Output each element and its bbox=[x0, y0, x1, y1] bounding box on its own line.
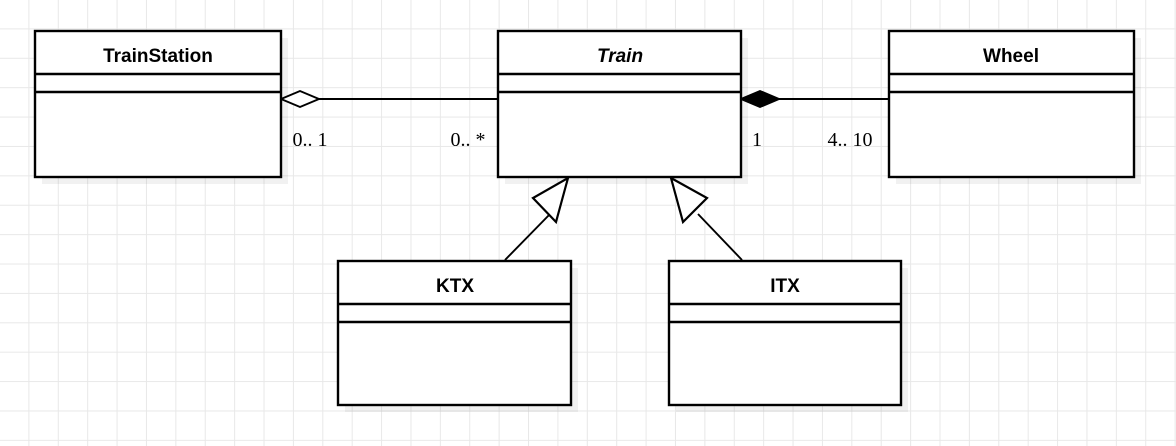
relationship-generalization-itx-train[interactable] bbox=[669, 175, 743, 261]
multiplicity-target-label: 0.. * bbox=[451, 129, 486, 151]
hollow-triangle-icon bbox=[669, 175, 709, 225]
ktx-class-name: KTX bbox=[436, 276, 474, 297]
multiplicity-source-label: 1 bbox=[752, 129, 762, 151]
wheel-class-name: Wheel bbox=[983, 46, 1039, 67]
multiplicity-source-label: 0.. 1 bbox=[293, 129, 328, 151]
class-box-train[interactable]: Train bbox=[496, 29, 743, 179]
trainstation-outline bbox=[33, 29, 283, 179]
trainstation-class-name: TrainStation bbox=[103, 46, 213, 67]
filled-diamond-icon bbox=[738, 89, 782, 109]
class-box-trainstation[interactable]: TrainStation bbox=[33, 29, 283, 179]
hollow-triangle-icon bbox=[531, 175, 570, 225]
ktx-outline bbox=[336, 259, 573, 407]
generalization-line bbox=[697, 213, 743, 261]
hollow-diamond-icon bbox=[278, 89, 322, 109]
wheel-outline bbox=[887, 29, 1136, 179]
class-box-itx[interactable]: ITX bbox=[667, 259, 903, 407]
class-box-ktx[interactable]: KTX bbox=[336, 259, 573, 407]
train-class-name: Train bbox=[597, 46, 643, 67]
multiplicity-target-label: 4.. 10 bbox=[828, 129, 873, 151]
relationship-generalization-ktx-train[interactable] bbox=[504, 175, 570, 261]
train-outline bbox=[496, 29, 743, 179]
itx-outline bbox=[667, 259, 903, 407]
class-box-wheel[interactable]: Wheel bbox=[887, 29, 1136, 179]
itx-class-name: ITX bbox=[770, 276, 800, 297]
generalization-line bbox=[504, 212, 552, 261]
relationship-composition-train-wheel[interactable]: 1 4.. 10 bbox=[738, 89, 889, 151]
relationship-aggregation-trainstation-train[interactable]: 0.. 1 0.. * bbox=[278, 89, 498, 151]
